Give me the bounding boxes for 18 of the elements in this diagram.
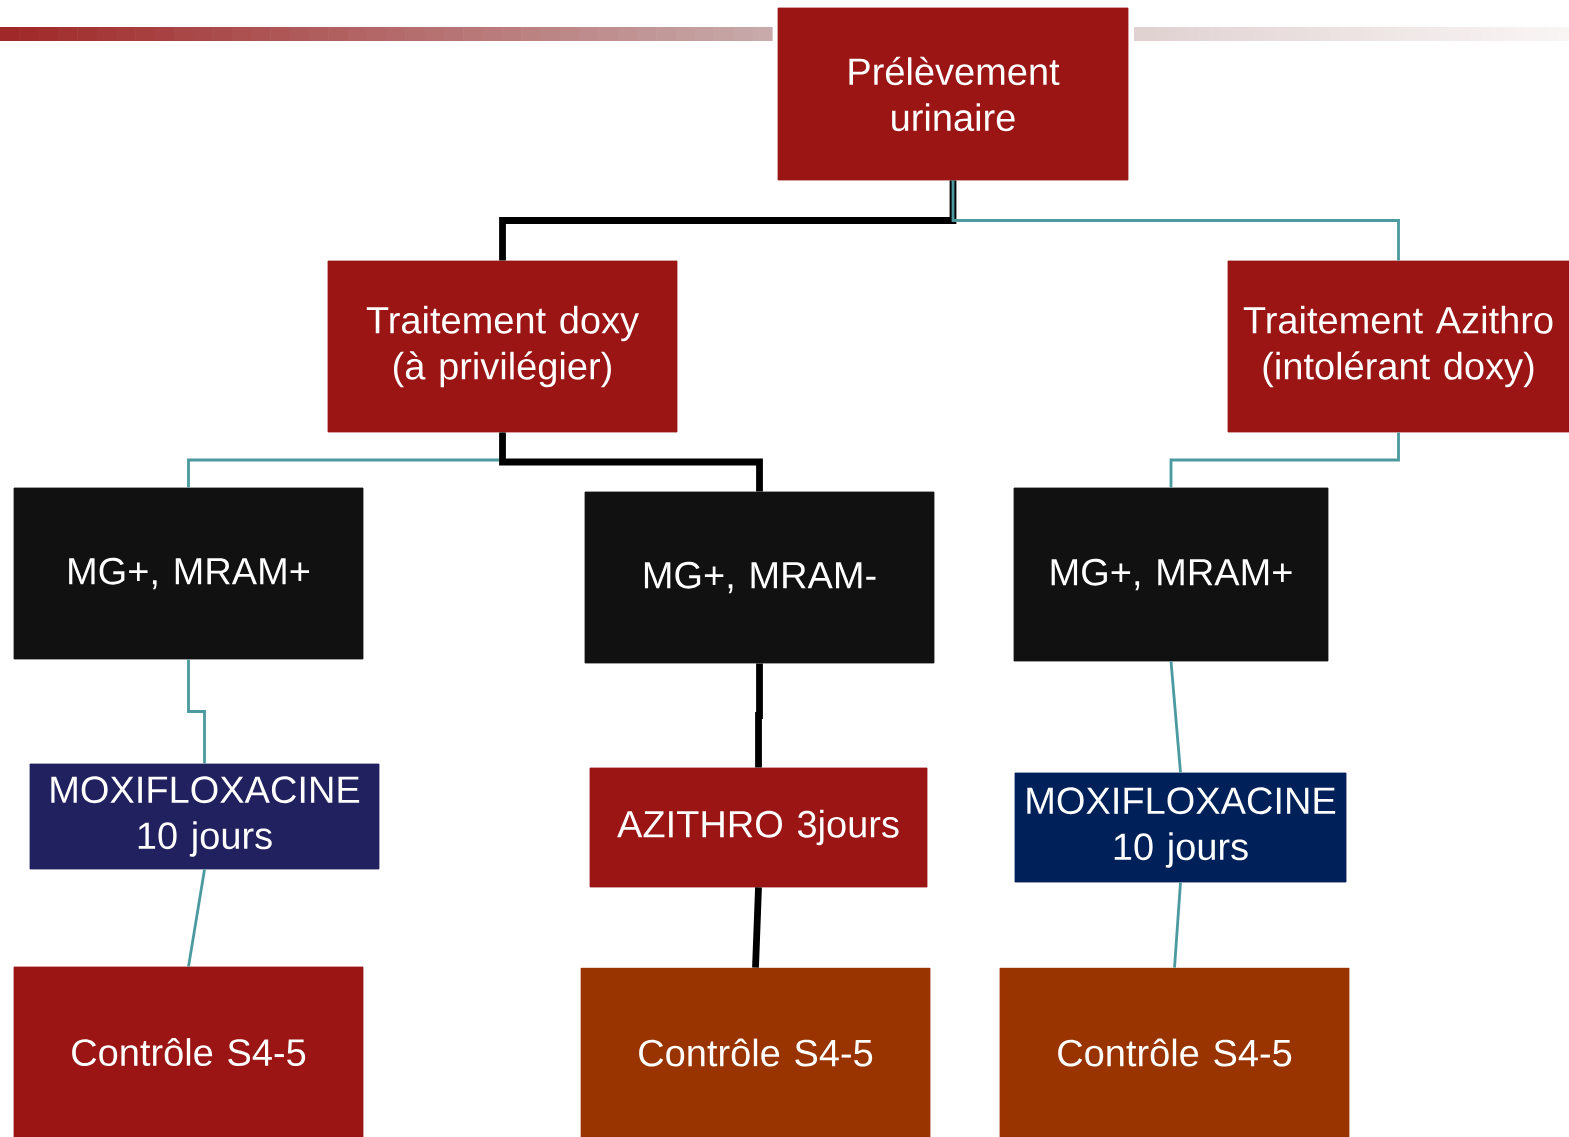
connector <box>187 869 206 967</box>
treatment-box: Traitement doxy (à privilégier) <box>327 260 678 433</box>
drug-box: AZITHRO 3jours <box>589 767 928 888</box>
connector <box>1169 432 1400 488</box>
sample-box: Prélèvement urinaire <box>777 7 1129 181</box>
connector <box>951 180 1400 261</box>
result-box: MG+, MRAM- <box>584 491 935 664</box>
result-box: MG+, MRAM+ <box>1013 487 1329 662</box>
drug-box: MOXIFLOXACINE 10 jours <box>29 763 380 870</box>
control-box: Contrôle S4-5 <box>13 966 364 1137</box>
control-box: Contrôle S4-5 <box>580 967 931 1137</box>
connector <box>1169 661 1182 773</box>
connector <box>187 659 206 764</box>
treatment-box: Traitement Azithro (intolérant doxy) <box>1227 260 1569 433</box>
connector <box>1173 882 1182 968</box>
result-box: MG+, MRAM+ <box>13 487 364 660</box>
drug-box: MOXIFLOXACINE 10 jours <box>1014 772 1347 883</box>
control-box: Contrôle S4-5 <box>999 967 1350 1137</box>
